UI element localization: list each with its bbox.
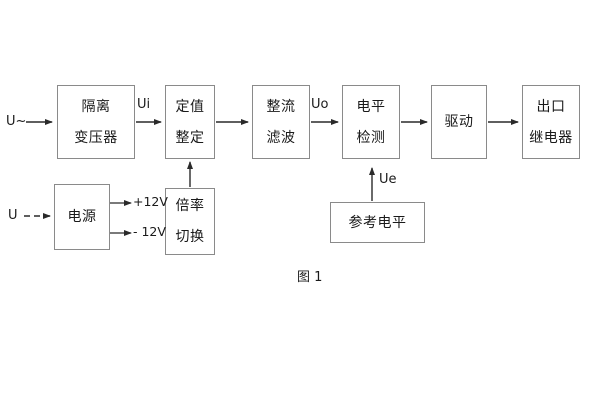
block-label-line: 参考电平 (348, 214, 407, 231)
label-input-dc: U (8, 208, 18, 223)
block-power-supply: 电源 (54, 184, 110, 250)
block-multiplier-switch: 倍率 切换 (165, 188, 215, 255)
block-label-line: 整定 (175, 129, 205, 146)
figure-caption: 图 1 (297, 270, 323, 285)
block-output-relay: 出口 继电器 (522, 85, 580, 159)
block-label-line: 整流 (266, 98, 296, 115)
block-label-line: 检测 (356, 129, 386, 146)
block-level-detect: 电平 检测 (342, 85, 400, 159)
block-label-line: 隔离 (81, 98, 111, 115)
label-ui: Ui (137, 97, 151, 112)
block-label-line: 滤波 (266, 129, 296, 146)
label-positive-12v: +12V (133, 194, 168, 209)
block-rectify-filter: 整流 滤波 (252, 85, 310, 159)
block-label-line: 切换 (175, 229, 205, 245)
label-negative-12v: - 12V (133, 224, 166, 239)
label-input-ac: U~ (6, 114, 27, 129)
block-reference-level: 参考电平 (330, 202, 425, 243)
block-label-line: 定值 (175, 98, 205, 115)
block-label-line: 变压器 (74, 129, 118, 146)
block-label-line: 电源 (67, 209, 97, 225)
block-label-line: 出口 (536, 98, 566, 115)
block-setting-value: 定值 整定 (165, 85, 215, 159)
block-label-line: 驱动 (444, 114, 474, 130)
block-label-line: 倍率 (175, 198, 205, 214)
block-isolation-transformer: 隔离 变压器 (57, 85, 135, 159)
block-label-line: 电平 (356, 98, 386, 115)
block-drive: 驱动 (431, 85, 487, 159)
label-ue: Ue (379, 172, 397, 187)
label-uo: Uo (311, 97, 329, 112)
block-label-line: 继电器 (529, 129, 573, 146)
